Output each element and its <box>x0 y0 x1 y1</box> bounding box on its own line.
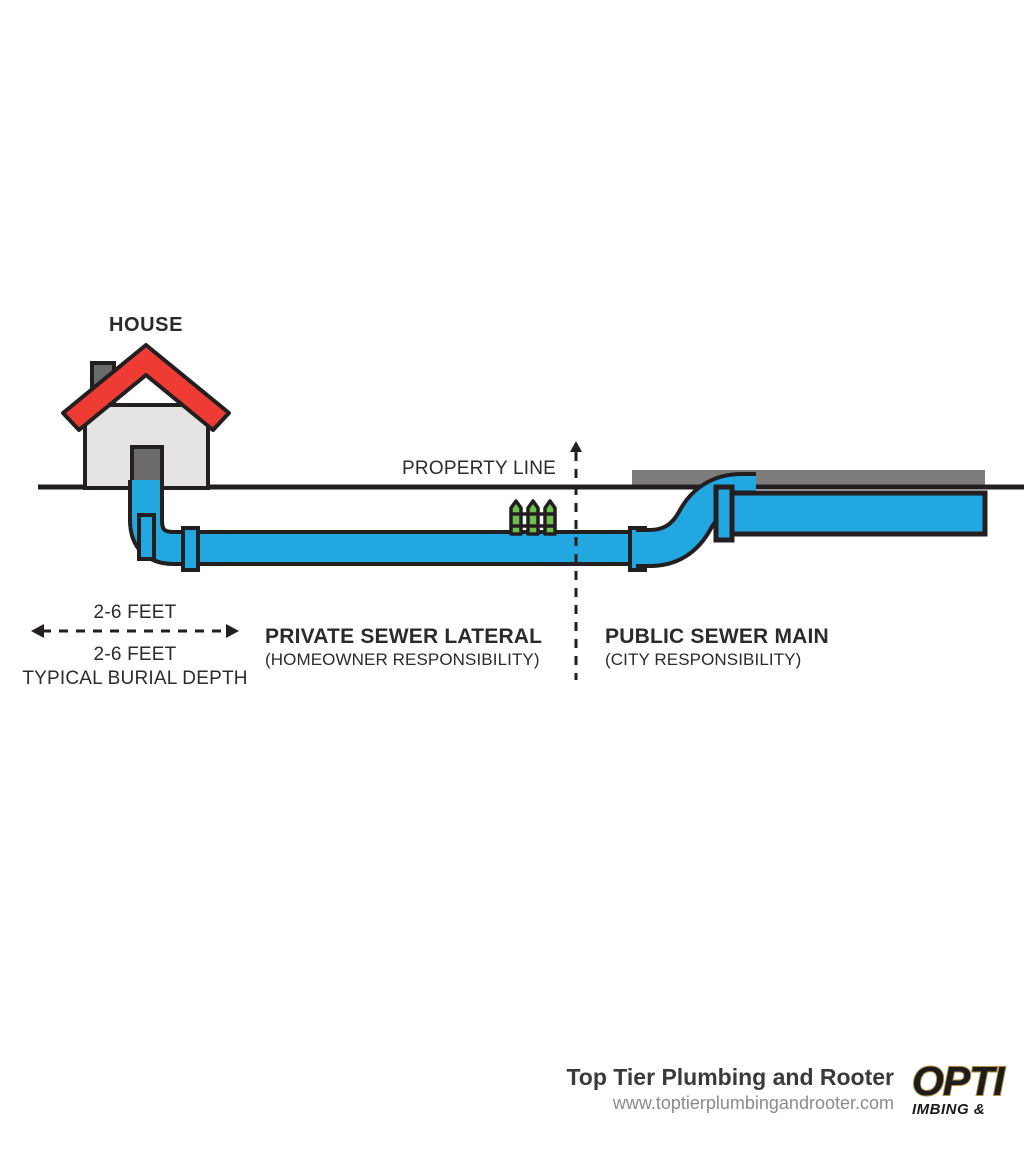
property-line-label: PROPERTY LINE <box>402 458 556 479</box>
road-surface <box>632 470 985 485</box>
depth-arrowhead-left <box>31 624 44 638</box>
property-line-arrowhead <box>570 441 582 452</box>
depth-arrowhead-right <box>226 624 239 638</box>
pipe-coupling-elbow <box>181 526 200 572</box>
main-pipe-coupling <box>713 484 735 543</box>
depth-label-bottom: 2-6 FEET <box>94 644 177 665</box>
house-graphic <box>61 343 231 490</box>
zone-title-public: PUBLIC SEWER MAIN <box>605 625 829 648</box>
brand-url: www.toptierplumbingandrooter.com <box>612 1092 894 1113</box>
brand-text-block: Top Tier Plumbing and Rooter www.toptier… <box>566 1055 894 1115</box>
depth-label-top: 2-6 FEET <box>94 602 177 623</box>
house-label: HOUSE <box>109 314 183 336</box>
zone-title-private: PRIVATE SEWER LATERAL <box>265 625 542 648</box>
fence-graphic <box>509 499 557 536</box>
lateral-pipe-fill <box>132 480 636 562</box>
zone-subtitle-public: (CITY RESPONSIBILITY) <box>605 650 801 669</box>
footer-branding: Top Tier Plumbing and Rooter www.toptier… <box>0 1055 1024 1154</box>
depth-caption: TYPICAL BURIAL DEPTH <box>22 668 247 689</box>
house-roof <box>61 343 231 432</box>
zone-subtitle-private: (HOMEOWNER RESPONSIBILITY) <box>265 650 540 669</box>
brand-logo-clip: OPTI IMBING & <box>912 1061 1024 1123</box>
brand-logo: OPTI IMBING & <box>912 1061 1024 1123</box>
fence-picket-1 <box>509 499 523 536</box>
private-sewer-lateral-pipe <box>128 480 647 572</box>
property-line-marker <box>570 441 582 680</box>
main-pipe-body <box>719 490 988 537</box>
brand-name: Top Tier Plumbing and Rooter <box>566 1064 894 1090</box>
brand-logo-subtext: IMBING & <box>912 1101 986 1119</box>
public-sewer-main-pipe <box>713 484 988 543</box>
pipe-coupling-vertical <box>137 513 156 561</box>
brand-logo-wordmark: OPTI <box>912 1061 1006 1104</box>
fence-picket-2 <box>526 499 540 536</box>
fence-picket-3 <box>543 499 557 536</box>
burial-depth-dimension <box>31 624 239 638</box>
